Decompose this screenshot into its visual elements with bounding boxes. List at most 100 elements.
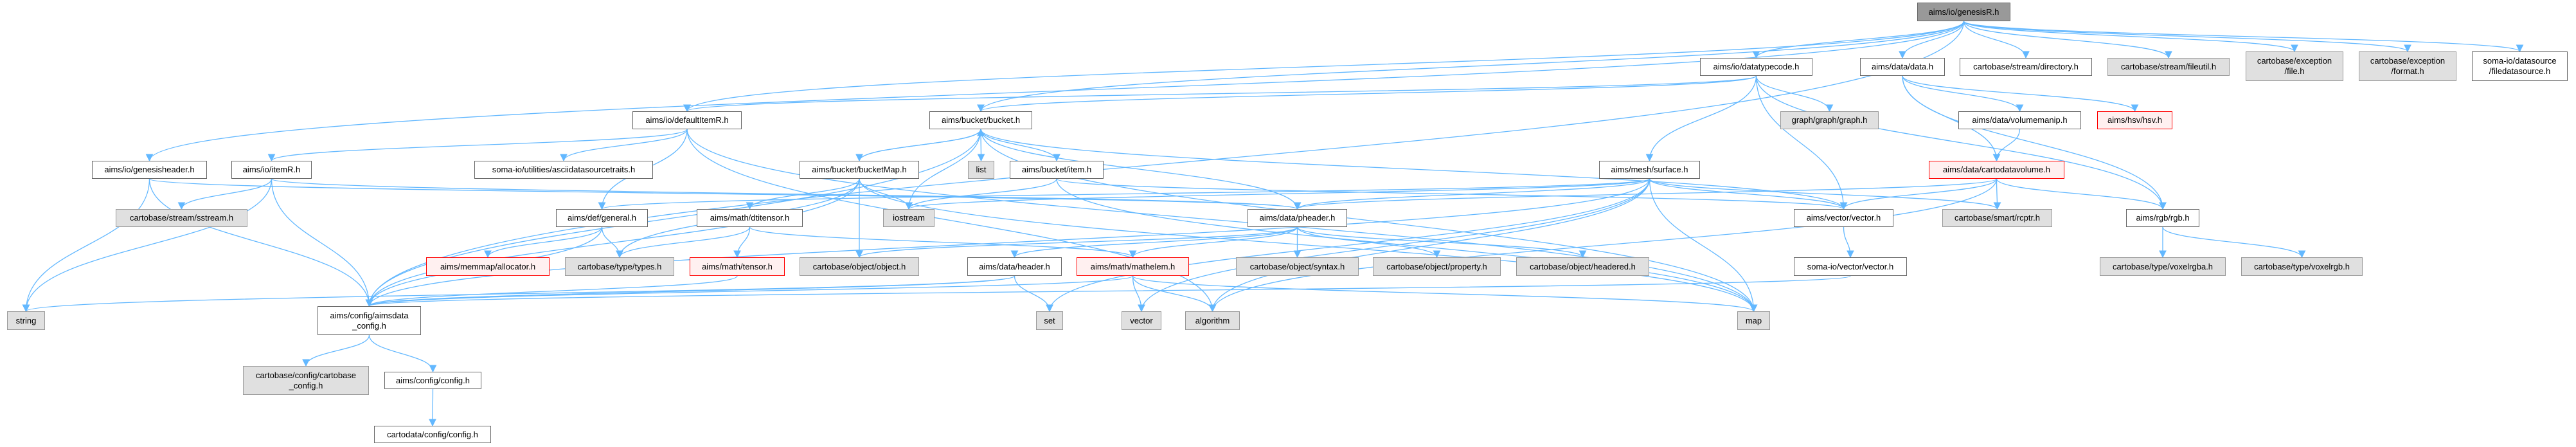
node-dtitensor[interactable]: aims/math/dtitensor.h — [697, 209, 803, 227]
node-tensor[interactable]: aims/math/tensor.h — [690, 257, 785, 276]
edge-genesisR-to-excfile — [1963, 21, 2298, 53]
edge-cartodatavolume-to-pheader — [1294, 178, 1998, 210]
node-label: aims/vector/vector.h — [1806, 213, 1881, 223]
node-label: cartobase/stream/directory.h — [1973, 62, 2079, 71]
edge-pheader-to-object — [855, 226, 1298, 259]
node-label: cartobase/type/types.h — [577, 261, 662, 271]
edge-header-to-set — [1014, 275, 1053, 313]
node-allocator[interactable]: aims/memmap/allocator.h — [426, 257, 550, 276]
node-mathelem[interactable]: aims/math/mathelem.h — [1077, 257, 1189, 276]
edge-mathelem-to-stdvector — [1132, 275, 1145, 313]
edge-surface-to-pheader — [1293, 178, 1650, 210]
node-label: aims/math/tensor.h — [702, 261, 773, 271]
edge-genesisR-to-filedatasource — [1963, 21, 2523, 53]
node-algorithm[interactable]: algorithm — [1185, 311, 1240, 330]
edge-surface-to-aimsdataconfig — [365, 178, 1650, 307]
edge-header-to-aimsdataconfig — [366, 275, 1015, 307]
node-somavector[interactable]: soma-io/vector/vector.h — [1794, 257, 1907, 276]
edge-pheader-to-property — [1296, 226, 1441, 259]
edge-item-to-iostream — [905, 178, 1057, 210]
edge-pheader-to-header — [1010, 226, 1298, 259]
node-list[interactable]: list — [968, 161, 994, 179]
edge-genesisR-to-directory — [1963, 21, 2030, 59]
node-defaultItemR[interactable]: aims/io/defaultItemR.h — [632, 111, 742, 129]
edge-datatypecode-to-vectorh — [1755, 75, 1848, 210]
edge-cartodatavolume-to-rgb — [1996, 178, 2167, 210]
edge-mathelem-to-aimsdataconfig — [366, 275, 1134, 307]
node-label: /format.h — [2391, 66, 2424, 76]
node-config[interactable]: aims/config/config.h — [384, 372, 481, 389]
node-filedatasource[interactable]: soma-io/datasource/filedatasource.h — [2472, 51, 2568, 81]
edge-defaultItemR-to-map — [686, 129, 1758, 313]
edge-mathelem-to-map — [1132, 275, 1757, 313]
edge-bucket-to-map — [980, 129, 1758, 313]
node-general[interactable]: aims/def/general.h — [556, 209, 648, 227]
node-genesisheader[interactable]: aims/io/genesisheader.h — [92, 161, 207, 179]
node-label: cartobase/type/voxelrgb.h — [2254, 261, 2350, 271]
node-volumemanip[interactable]: aims/data/volumemanip.h — [1958, 111, 2081, 129]
node-datatypecode[interactable]: aims/io/datatypecode.h — [1700, 58, 1812, 76]
node-excfile[interactable]: cartobase/exception/file.h — [2246, 51, 2343, 81]
node-aimsdataconfig[interactable]: aims/config/aimsdata_config.h — [318, 306, 421, 335]
node-stdvector[interactable]: vector — [1122, 311, 1161, 330]
node-bucketMap[interactable]: aims/bucket/bucketMap.h — [800, 161, 919, 179]
node-label: aims/rgb/rgb.h — [2136, 213, 2190, 223]
node-graph[interactable]: graph/graph/graph.h — [1780, 111, 1879, 129]
edge-datatypecode-to-graph — [1755, 75, 1834, 113]
node-headered[interactable]: cartobase/object/headered.h — [1516, 257, 1649, 276]
edge-item-to-vectorh — [1056, 178, 1847, 210]
node-types[interactable]: cartobase/type/types.h — [565, 257, 674, 276]
node-label: aims/data/pheader.h — [1259, 213, 1336, 223]
node-cartodatavolume[interactable]: aims/data/cartodatavolume.h — [1929, 161, 2064, 179]
node-bucket[interactable]: aims/bucket/bucket.h — [929, 111, 1032, 129]
edge-mathelem-to-algorithm — [1132, 275, 1217, 313]
node-map[interactable]: map — [1737, 311, 1770, 330]
node-property[interactable]: cartobase/object/property.h — [1373, 257, 1501, 276]
node-voxelrgba[interactable]: cartobase/type/voxelrgba.h — [2100, 257, 2226, 276]
node-ascii[interactable]: soma-io/utilities/asciidatasourcetraits.… — [474, 161, 653, 179]
node-rgb[interactable]: aims/rgb/rgb.h — [2126, 209, 2199, 227]
node-iostream[interactable]: iostream — [883, 209, 935, 227]
edge-genesisR-to-fileutil — [1963, 21, 2172, 59]
node-cartodataconfig[interactable]: cartodata/config/config.h — [374, 426, 491, 443]
node-vectorh[interactable]: aims/vector/vector.h — [1794, 209, 1893, 227]
node-genesisR[interactable]: aims/io/genesisR.h — [1917, 3, 2010, 21]
node-label: aims/io/datatypecode.h — [1713, 62, 1800, 71]
node-item[interactable]: aims/bucket/item.h — [1010, 161, 1104, 179]
edge-genesisheader-to-aimsdataconfig — [148, 178, 373, 307]
node-set[interactable]: set — [1036, 311, 1063, 330]
node-cartobaseconfig[interactable]: cartobase/config/cartobase_config.h — [243, 366, 369, 395]
node-label: aims/config/aimsdata — [330, 310, 409, 320]
node-label: aims/data/volumemanip.h — [1972, 115, 2068, 125]
node-pheader[interactable]: aims/data/pheader.h — [1248, 209, 1347, 227]
node-label: aims/def/general.h — [568, 213, 636, 223]
node-string[interactable]: string — [7, 311, 45, 330]
edge-aimsdataconfig-to-config — [368, 334, 437, 373]
node-fileutil[interactable]: cartobase/stream/fileutil.h — [2107, 58, 2230, 76]
node-label: aims/io/genesisR.h — [1928, 6, 1999, 17]
edge-datatypecode-to-surface — [1645, 75, 1757, 162]
node-label: cartodata/config/config.h — [387, 429, 478, 439]
node-itemR[interactable]: aims/io/itemR.h — [231, 161, 312, 179]
edge-bucketMap-to-iostream — [859, 178, 913, 210]
node-hsv[interactable]: aims/hsv/hsv.h — [2097, 111, 2172, 129]
node-datadata[interactable]: aims/data/data.h — [1860, 58, 1945, 76]
node-excformat[interactable]: cartobase/exception/format.h — [2359, 51, 2456, 81]
node-directory[interactable]: cartobase/stream/directory.h — [1960, 58, 2092, 76]
edge-item-to-map — [1056, 178, 1758, 313]
node-object[interactable]: cartobase/object/object.h — [800, 257, 919, 276]
node-rcptr[interactable]: cartobase/smart/rcptr.h — [1942, 209, 2052, 227]
node-label: aims/data/header.h — [979, 261, 1050, 271]
node-label: soma-io/vector/vector.h — [1807, 261, 1894, 271]
node-label: cartobase/stream/fileutil.h — [2120, 62, 2217, 71]
node-voxelrgb[interactable]: cartobase/type/voxelrgb.h — [2241, 257, 2363, 276]
node-label: string — [15, 315, 37, 325]
node-syntax[interactable]: cartobase/object/syntax.h — [1236, 257, 1359, 276]
node-sstream[interactable]: cartobase/stream/sstream.h — [116, 209, 247, 227]
node-surface[interactable]: aims/mesh/surface.h — [1599, 161, 1700, 179]
node-label: aims/hsv/hsv.h — [2107, 115, 2162, 125]
node-label: aims/math/mathelem.h — [1090, 261, 1176, 271]
edge-surface-to-vectorh — [1649, 178, 1848, 210]
node-header[interactable]: aims/data/header.h — [967, 257, 1062, 276]
